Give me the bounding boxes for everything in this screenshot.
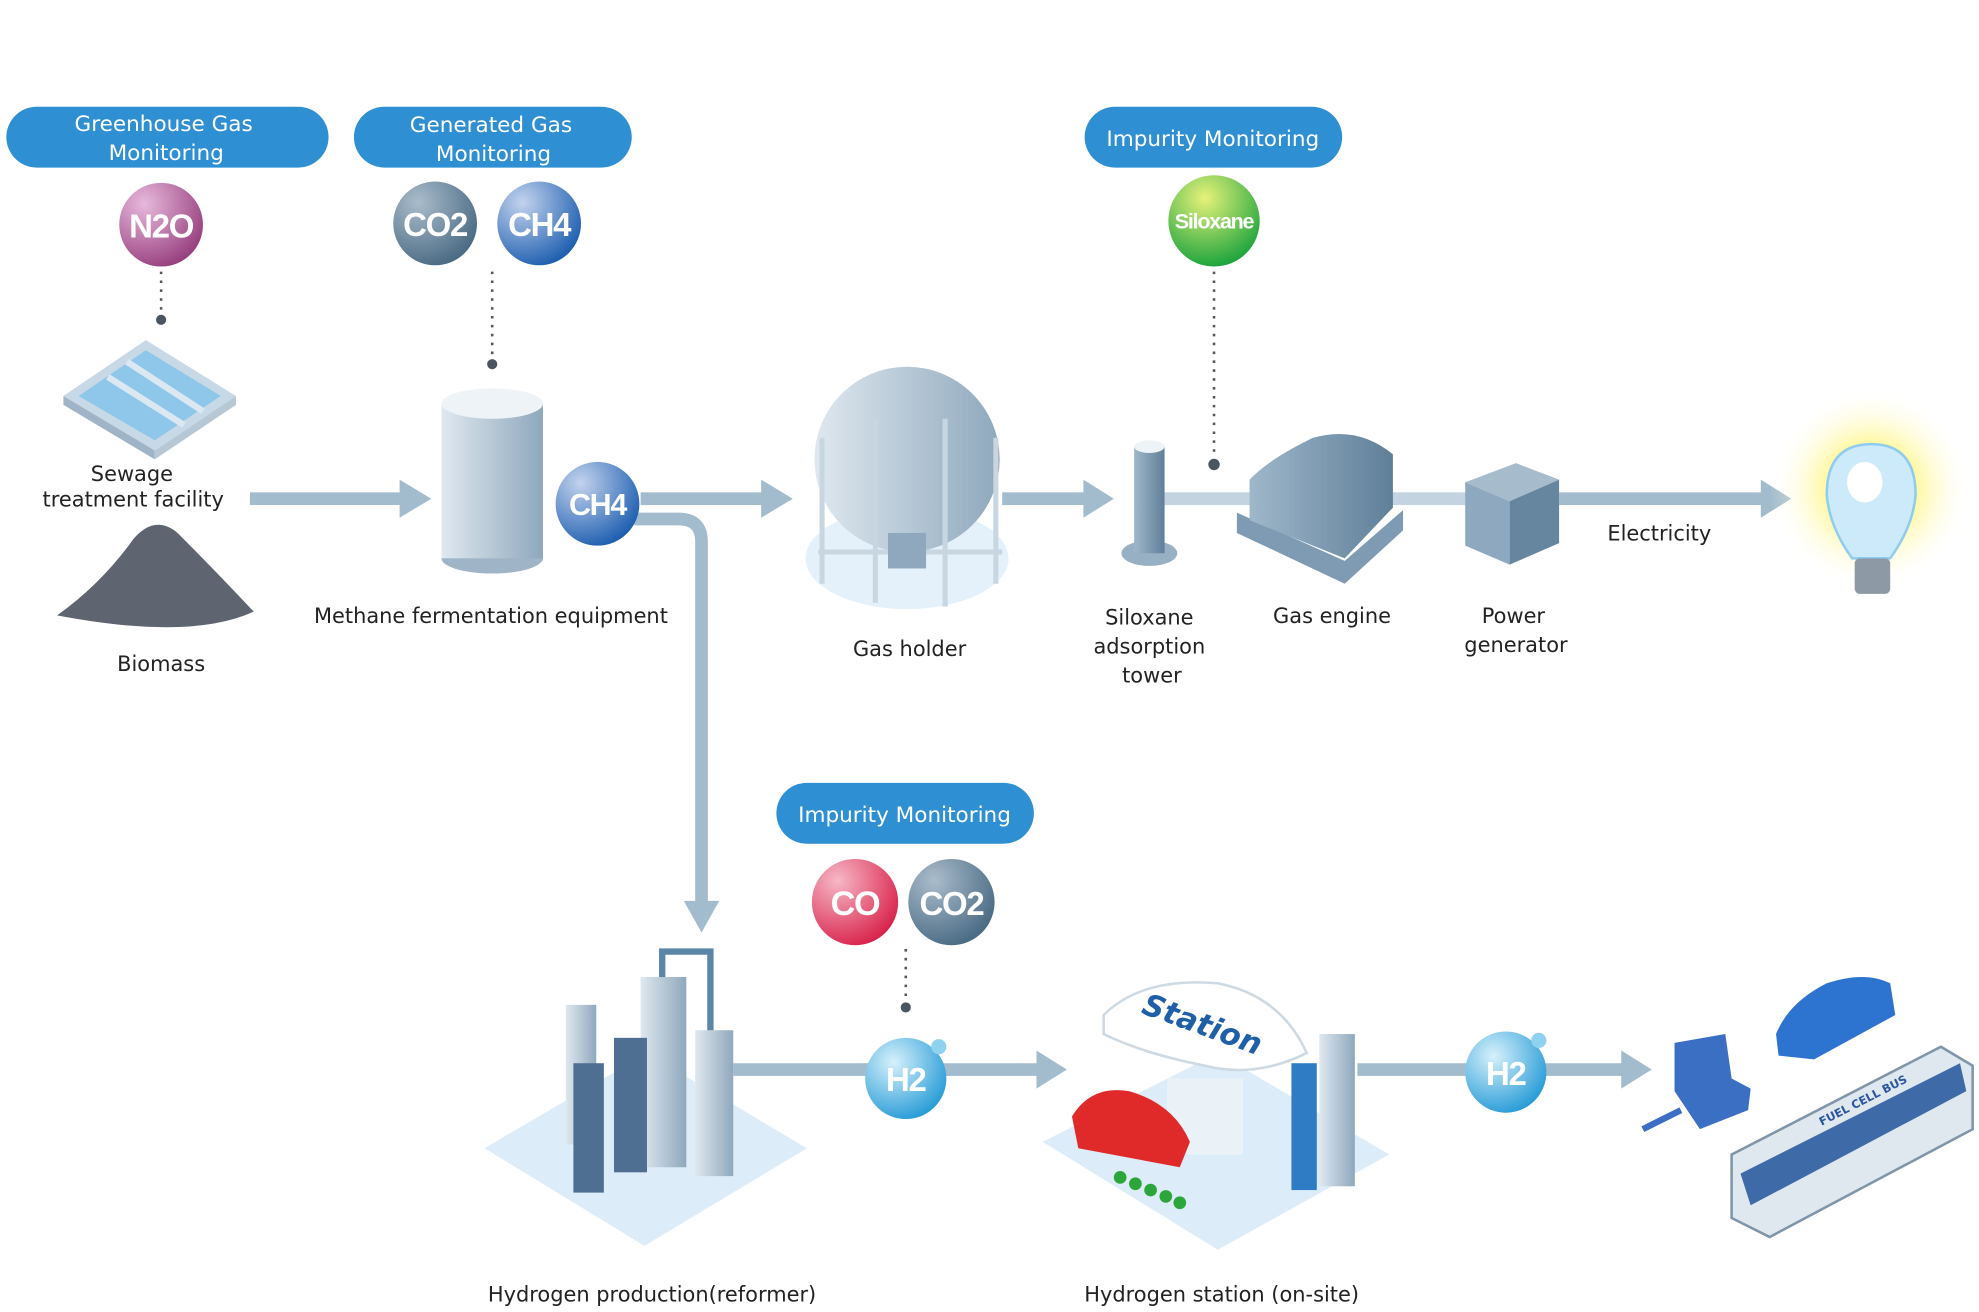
biomass-label: Biomass bbox=[117, 652, 205, 676]
impurity-monitoring-badge-top: Impurity Monitoring bbox=[1084, 106, 1343, 168]
gas-holder-label: Gas holder bbox=[853, 637, 967, 661]
svg-text:N2O: N2O bbox=[129, 207, 194, 244]
gas-holder-illustration bbox=[805, 366, 1009, 610]
biomass-pile-illustration bbox=[57, 524, 254, 628]
gas-engine-illustration bbox=[1236, 433, 1404, 584]
svg-text:Siloxane: Siloxane bbox=[1175, 208, 1255, 233]
fuel-cell-vehicles-illustration: FUEL CELL BUS bbox=[1641, 976, 1974, 1239]
siloxane-label-2: adsorption bbox=[1093, 634, 1205, 658]
power-label-1: Power bbox=[1482, 604, 1546, 628]
svg-text:CH4: CH4 bbox=[508, 206, 572, 243]
siloxane-label-3: tower bbox=[1122, 664, 1182, 688]
light-bulb-icon bbox=[1769, 387, 1973, 594]
svg-text:Greenhouse Gas: Greenhouse Gas bbox=[75, 112, 253, 137]
hydrogen-station-illustration: Station bbox=[1042, 981, 1390, 1250]
methane-fermentation-label: Methane fermentation equipment bbox=[314, 604, 668, 628]
h2-flow-badge-2: H2 bbox=[1465, 1031, 1547, 1113]
svg-text:Monitoring: Monitoring bbox=[436, 142, 551, 167]
siloxane-adsorption-tower-illustration bbox=[1121, 440, 1178, 566]
gas-engine-label: Gas engine bbox=[1273, 604, 1391, 628]
svg-text:H2: H2 bbox=[1486, 1055, 1527, 1092]
sewage-label-1: Sewage bbox=[91, 462, 173, 486]
svg-text:CH4: CH4 bbox=[569, 488, 627, 522]
h2-flow-badge-1: H2 bbox=[865, 1037, 947, 1120]
generated-gas-monitoring-badge: Generated Gas Monitoring bbox=[353, 106, 632, 168]
sewage-treatment-facility-illustration bbox=[63, 340, 236, 460]
co-gas-badge: CO bbox=[811, 858, 899, 946]
hydrogen-production-label: Hydrogen production(reformer) bbox=[488, 1283, 816, 1307]
power-label-2: generator bbox=[1464, 633, 1568, 657]
dotted-connectors bbox=[156, 271, 1220, 1013]
svg-text:CO: CO bbox=[831, 885, 880, 923]
methane-fermentation-tank-illustration bbox=[441, 388, 543, 574]
ch4-gas-badge: CH4 bbox=[497, 181, 582, 266]
svg-text:Generated Gas: Generated Gas bbox=[410, 113, 572, 138]
svg-text:CO2: CO2 bbox=[919, 885, 984, 922]
power-generator-illustration bbox=[1465, 463, 1560, 565]
co2-gas-badge: CO2 bbox=[393, 181, 477, 266]
svg-text:Monitoring: Monitoring bbox=[109, 141, 224, 166]
svg-text:H2: H2 bbox=[886, 1061, 927, 1098]
sewage-label-2: treatment facility bbox=[43, 487, 224, 511]
svg-text:Impurity Monitoring: Impurity Monitoring bbox=[798, 803, 1011, 828]
n2o-gas-badge: N2O bbox=[119, 182, 203, 267]
hydrogen-reformer-illustration bbox=[484, 948, 807, 1246]
hydrogen-station-label: Hydrogen station (on-site) bbox=[1084, 1283, 1359, 1307]
electricity-label: Electricity bbox=[1607, 522, 1711, 546]
flow-arrows bbox=[249, 479, 1792, 1089]
siloxane-badge: Siloxane bbox=[1168, 175, 1260, 267]
svg-text:Impurity Monitoring: Impurity Monitoring bbox=[1106, 127, 1319, 152]
greenhouse-gas-monitoring-badge: Greenhouse Gas Monitoring bbox=[6, 106, 329, 168]
impurity-monitoring-badge-bottom: Impurity Monitoring bbox=[776, 782, 1034, 844]
siloxane-label-1: Siloxane bbox=[1105, 605, 1193, 629]
ch4-flow-badge: CH4 bbox=[555, 461, 640, 546]
svg-text:CO2: CO2 bbox=[403, 206, 468, 243]
co2-gas-badge-bottom: CO2 bbox=[908, 858, 995, 946]
